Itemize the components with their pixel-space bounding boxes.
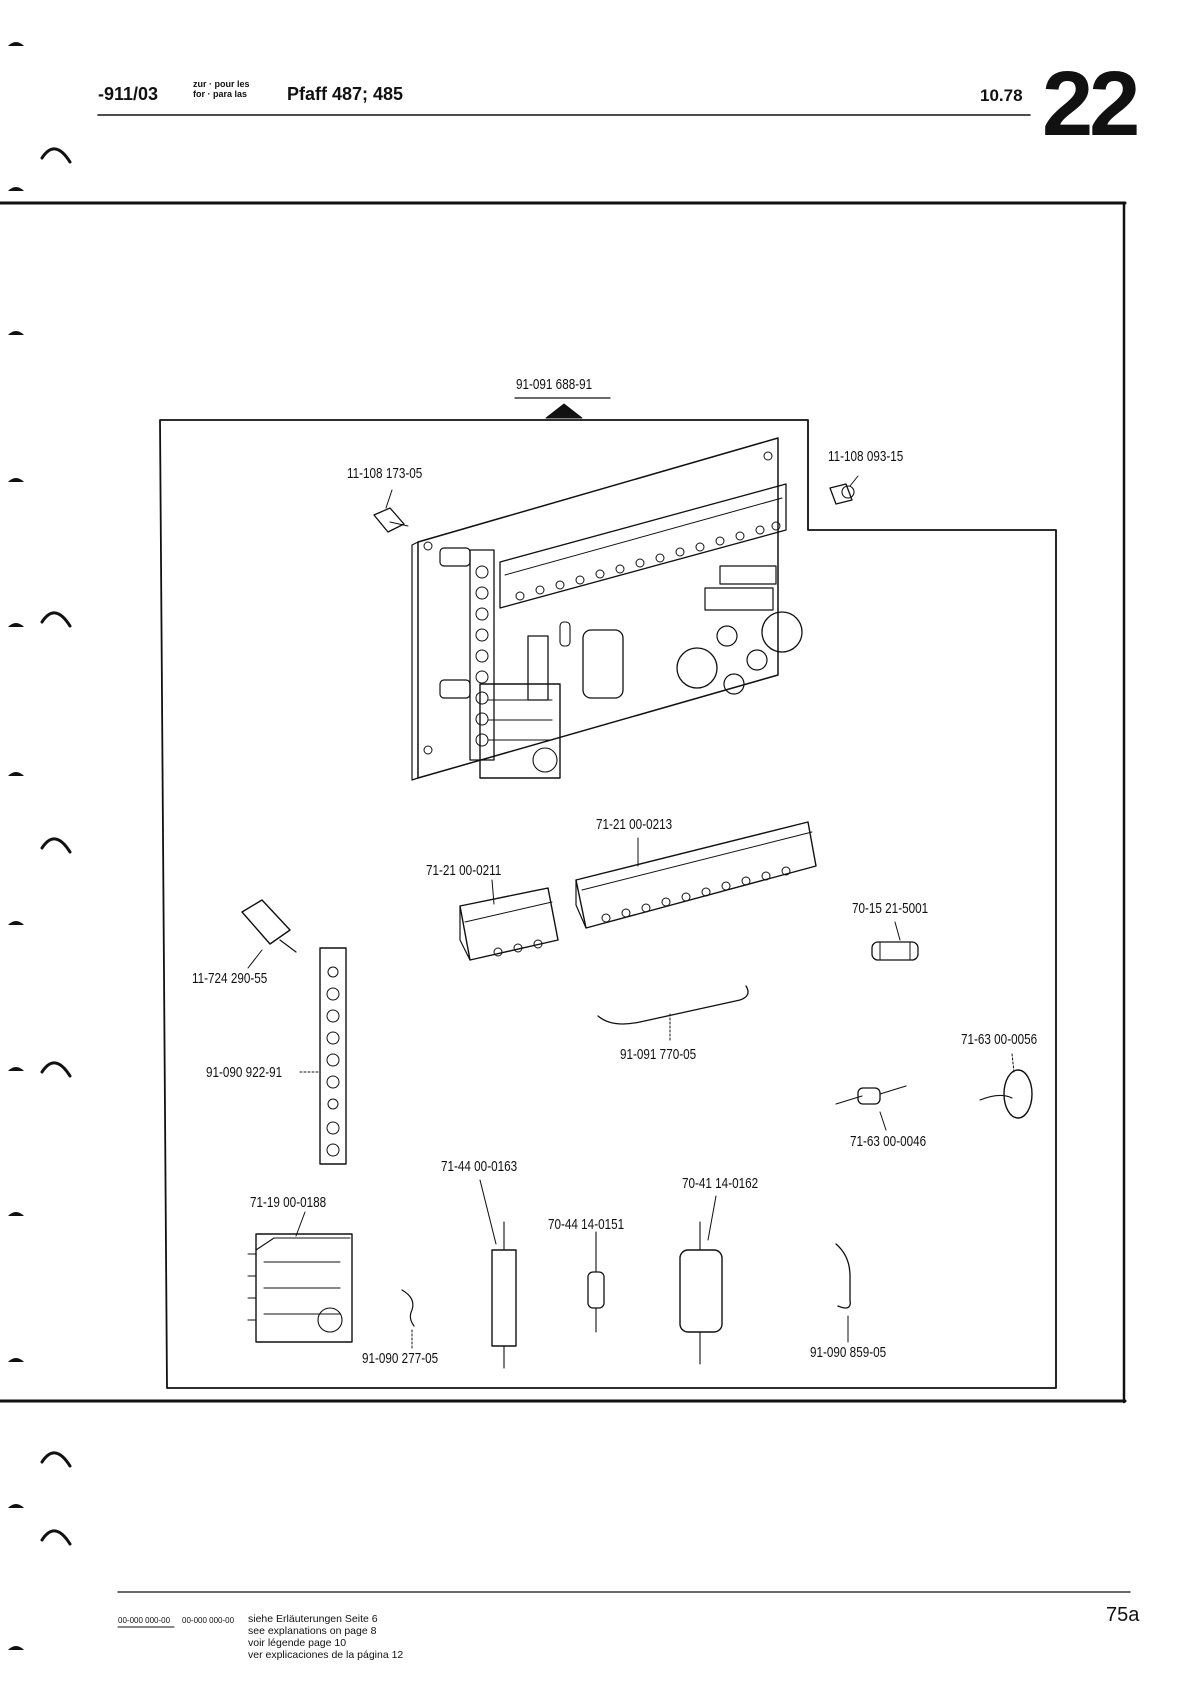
- label-part: 91-091 770-05: [620, 1046, 697, 1063]
- label-part: 70-15 21-5001: [852, 900, 929, 917]
- label-part: 71-19 00-0188: [250, 1194, 327, 1211]
- label-part: 71-21 00-0213: [596, 816, 673, 833]
- label-part: 71-63 00-0056: [961, 1031, 1038, 1048]
- label-part: 91-090 277-05: [362, 1350, 439, 1367]
- label-part: 71-44 00-0163: [441, 1158, 518, 1175]
- code-format-2: 00-000 000-00: [182, 1616, 235, 1625]
- label-part: 70-44 14-0151: [548, 1216, 625, 1233]
- catalog-code: -911/03: [98, 84, 159, 104]
- label-part: 70-41 14-0162: [682, 1175, 759, 1192]
- label-part: 71-63 00-0046: [850, 1133, 927, 1150]
- explanation-en: see explanations on page 8: [248, 1625, 377, 1637]
- label-part: 11-724 290-55: [192, 970, 268, 987]
- group-number: 22: [1042, 53, 1140, 155]
- machine-title: Pfaff 487; 485: [287, 84, 404, 104]
- explanation-de: siehe Erläuterungen Seite 6: [248, 1613, 378, 1625]
- label-assembly: 91-091 688-91: [516, 376, 593, 393]
- label-part: 91-090 922-91: [206, 1064, 283, 1081]
- code-format-1: 00-000 000-00: [118, 1616, 171, 1625]
- page-number: 75a: [1106, 1604, 1140, 1626]
- explanation-fr: voir légende page 10: [248, 1637, 347, 1649]
- for-label-1: zur · pour les: [193, 79, 250, 89]
- label-part: 11-108 093-15: [828, 448, 904, 465]
- label-part: 11-108 173-05: [347, 465, 423, 482]
- label-part: 71-21 00-0211: [426, 862, 502, 879]
- issue-date: 10.78: [980, 86, 1023, 105]
- for-label-2: for · para las: [193, 89, 248, 99]
- explanation-es: ver explicaciones de la página 12: [248, 1649, 404, 1661]
- label-part: 91-090 859-05: [810, 1344, 887, 1361]
